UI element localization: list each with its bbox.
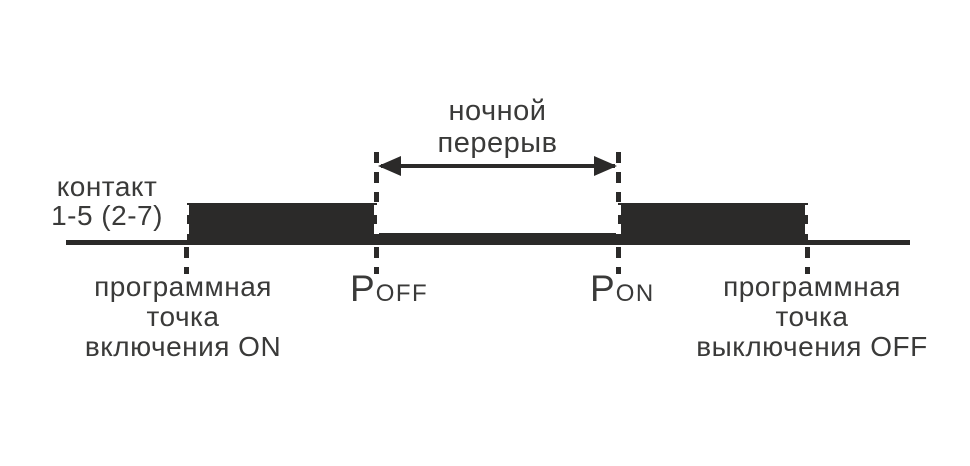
night-break-title-line1: ночной (448, 95, 547, 127)
program-off-point-label: программная точка выключения OFF (692, 272, 932, 362)
program-off-line2: точка (775, 301, 849, 332)
dashed-line-poff-lower (374, 247, 379, 274)
dashed-line-pon-upper (616, 152, 621, 202)
pon-p: P (590, 268, 616, 309)
dashed-line-on-point (184, 247, 189, 274)
contact-on-bar-2 (618, 203, 808, 245)
program-off-line3: выключения OFF (696, 331, 928, 362)
contact-off-segment (377, 233, 618, 245)
dashed-line-off-point-over-bar (805, 205, 810, 243)
program-on-line2: точка (146, 301, 220, 332)
dashed-line-pon-over-bar (616, 205, 621, 243)
program-on-line3: включения ON (84, 331, 282, 362)
dashed-line-poff-over-bar (374, 205, 379, 243)
program-on-point-label: программная точка включения ON (68, 272, 298, 362)
night-break-title: ночной перерыв (377, 95, 618, 159)
dashed-line-poff-upper (374, 152, 379, 202)
contact-on-bar-1 (187, 203, 377, 245)
dashed-line-on-point-over-bar (184, 205, 189, 243)
pon-sub: ON (615, 280, 655, 307)
dashed-line-off-point (805, 247, 810, 274)
pon-marker: PON (590, 268, 655, 310)
night-break-dimension-arrow (381, 164, 615, 168)
program-on-line1: программная (94, 271, 272, 302)
poff-p: P (350, 268, 376, 309)
contact-label: контакт 1-5 (2-7) (33, 172, 181, 230)
poff-marker: POFF (350, 268, 428, 310)
poff-sub: OFF (375, 280, 429, 307)
contact-label-line2: 1-5 (2-7) (51, 200, 163, 231)
night-break-title-line2: перерыв (437, 127, 558, 159)
dashed-line-pon-lower (616, 247, 621, 274)
arrowhead-right-icon (594, 156, 617, 176)
arrowhead-left-icon (378, 156, 401, 176)
contact-label-line1: контакт (56, 171, 158, 202)
program-off-line1: программная (723, 271, 901, 302)
